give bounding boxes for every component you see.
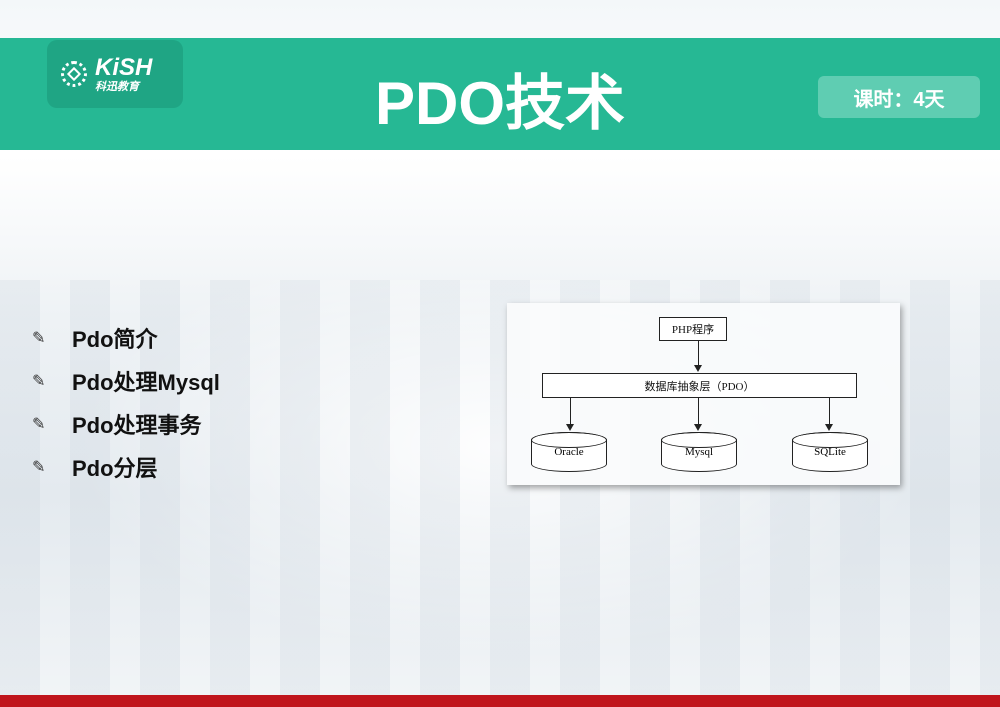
slide-title: PDO技术 — [374, 70, 626, 137]
topic-label: Pdo简介 — [72, 326, 158, 352]
pencil-icon: ✎ — [32, 329, 46, 347]
logo-subtext: 科迅教育 — [95, 80, 139, 93]
list-item: ✎ Pdo处理事务 — [32, 402, 220, 445]
php-program-box: PHP程序 — [659, 317, 727, 341]
pdo-architecture-diagram: PHP程序 数据库抽象层（PDO） Oracle Mysql SQLite — [507, 303, 900, 485]
logo-text: KiSH — [95, 53, 153, 81]
database-mysql: Mysql — [661, 432, 737, 472]
footer-band — [0, 695, 1000, 707]
topic-label: Pdo分层 — [72, 455, 158, 481]
pencil-icon: ✎ — [32, 415, 46, 433]
list-item: ✎ Pdo处理Mysql — [32, 359, 220, 402]
list-item: ✎ Pdo分层 — [32, 445, 220, 488]
pdo-layer-box: 数据库抽象层（PDO） — [542, 373, 857, 398]
list-item: ✎ Pdo简介 — [32, 316, 220, 359]
duration-badge: 课时：4天 — [818, 76, 980, 118]
pencil-icon: ✎ — [32, 458, 46, 476]
topic-list: ✎ Pdo简介 ✎ Pdo处理Mysql ✎ Pdo处理事务 ✎ Pdo分层 — [32, 316, 220, 488]
topic-label: Pdo处理Mysql — [72, 369, 220, 395]
database-sqlite: SQLite — [792, 432, 868, 472]
topic-label: Pdo处理事务 — [72, 412, 202, 438]
logo-icon — [61, 61, 87, 87]
database-oracle: Oracle — [531, 432, 607, 472]
pencil-icon: ✎ — [32, 372, 46, 390]
